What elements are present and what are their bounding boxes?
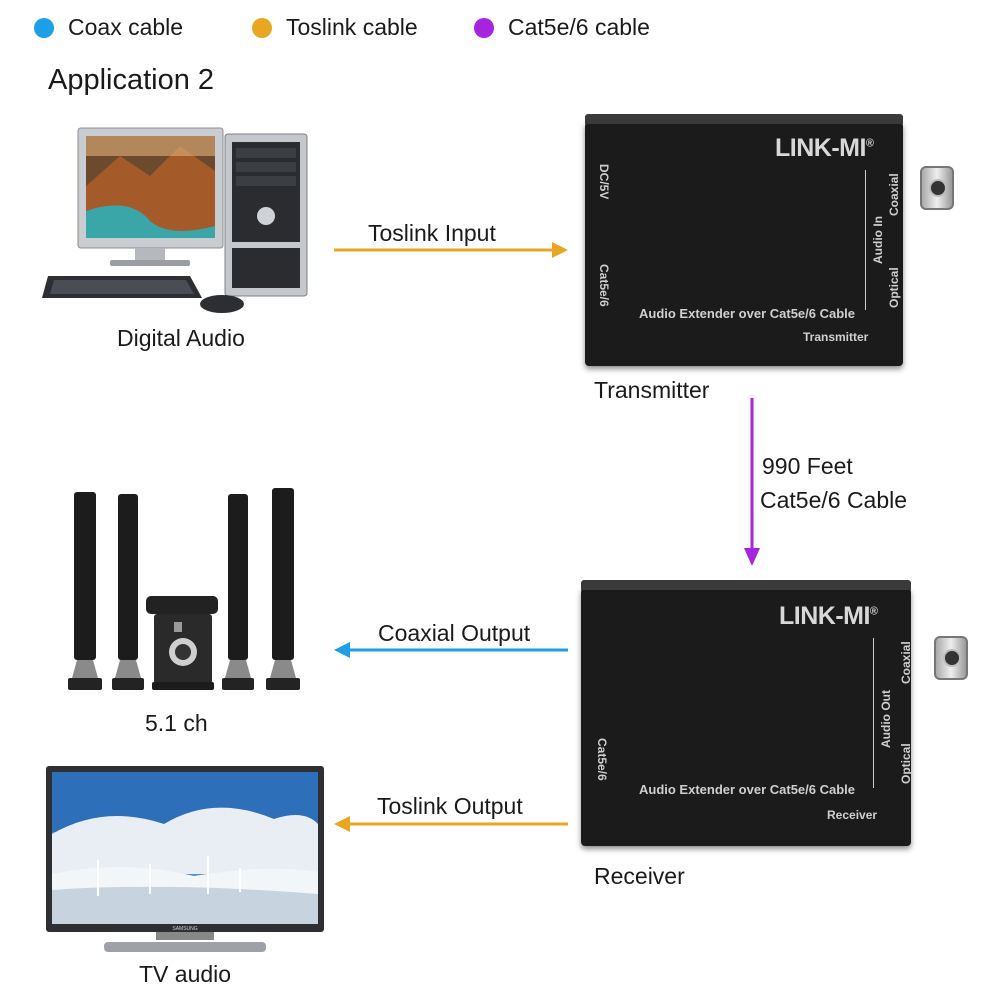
cat-legend-dot [474, 17, 494, 38]
brand-logo: LINK-MI® [775, 134, 874, 162]
role-label: Transmitter [803, 330, 869, 344]
transmitter-box: LINK-MI® DC/5V Cat5e/6 Coaxial Audio In … [585, 114, 903, 366]
brand-logo: LINK-MI® [779, 602, 878, 630]
toslink-legend-dot [252, 17, 272, 38]
coaxial-jack-icon [920, 166, 954, 210]
source-caption: Digital Audio [117, 325, 245, 351]
coaxial-output-arrow [334, 642, 568, 658]
receiver-caption: Receiver [594, 863, 685, 889]
coaxial-output-label: Coaxial Output [378, 620, 531, 646]
audio-in-label: Audio In [871, 216, 885, 264]
page-title: Application 2 [48, 64, 215, 96]
box-top-edge [585, 114, 903, 124]
box-top-edge [581, 580, 911, 590]
legend-item-coax: Coax cable [34, 14, 183, 41]
coaxial-label: Coaxial [899, 641, 913, 684]
toslink-input-label: Toslink Input [368, 220, 496, 246]
legend-item-toslink: Toslink cable [252, 14, 418, 41]
tv-caption: TV audio [139, 961, 232, 987]
legend-label: Coax cable [68, 14, 184, 40]
speakers-caption: 5.1 ch [145, 710, 208, 736]
legend-item-cat: Cat5e/6 cable [474, 14, 650, 41]
cat-distance-label: 990 Feet [762, 453, 853, 479]
cat-cable-label: Cat5e/6 Cable [760, 487, 908, 513]
coaxial-jack-icon [934, 636, 968, 680]
tv-icon: SAMSUNG [46, 766, 324, 952]
bracket-line [865, 170, 866, 310]
optical-label: Optical [887, 267, 901, 308]
dc-label: DC/5V [597, 164, 611, 200]
legend-label: Cat5e/6 cable [508, 14, 650, 40]
legend-label: Toslink cable [286, 14, 418, 40]
cat-port-label: Cat5e/6 [595, 738, 609, 781]
transmitter-caption: Transmitter [594, 377, 710, 403]
toslink-output-arrow [334, 816, 568, 832]
computer-icon [42, 127, 308, 313]
optical-label: Optical [899, 743, 913, 784]
role-label: Receiver [827, 808, 878, 822]
coax-legend-dot [34, 17, 54, 38]
tv-brand-text: SAMSUNG [172, 926, 197, 932]
cat-port-label: Cat5e/6 [597, 264, 611, 307]
toslink-output-label: Toslink Output [377, 793, 523, 819]
product-label: Audio Extender over Cat5e/6 Cable [639, 782, 856, 797]
speaker-system-icon [68, 488, 300, 690]
toslink-input-arrow [334, 242, 568, 258]
audio-out-label: Audio Out [879, 690, 893, 748]
product-label: Audio Extender over Cat5e/6 Cable [639, 306, 856, 321]
cat-cable-arrow [744, 398, 760, 566]
coaxial-label: Coaxial [887, 173, 901, 216]
bracket-line [873, 638, 874, 788]
receiver-box: LINK-MI® Cat5e/6 Coaxial Audio Out Optic… [581, 580, 913, 846]
